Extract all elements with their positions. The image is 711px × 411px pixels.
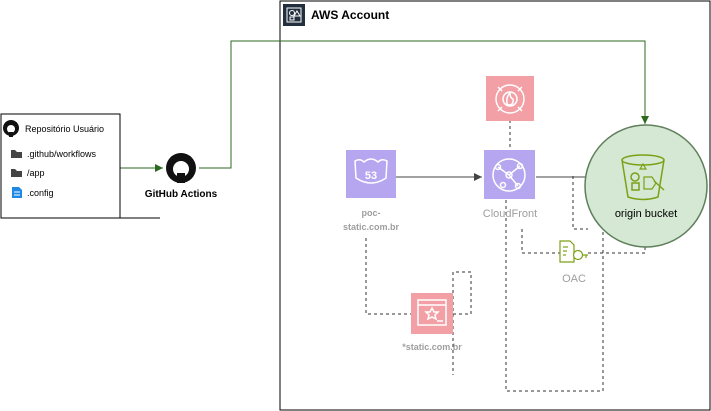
bucket-inner-link (572, 176, 588, 230)
cloudfront-node[interactable]: CloudFront (483, 150, 537, 220)
aws-account-title: AWS Account (311, 8, 389, 22)
waf-node[interactable] (486, 76, 534, 121)
file-icon (12, 187, 22, 198)
repository-box[interactable]: Repositório Usuário .github/workflows /a… (0, 113, 121, 219)
github-icon (3, 120, 19, 137)
cloudfront-icon (492, 158, 526, 192)
aws-account-group: AWS Account (279, 0, 711, 411)
oac-key-icon (559, 240, 588, 263)
certificate-icon (417, 299, 447, 326)
folder-icon (11, 150, 22, 158)
oac-node[interactable]: OAC (559, 240, 588, 285)
acm-node[interactable]: *static.com.br (402, 293, 462, 352)
waf-icon (495, 84, 525, 114)
s3-bucket-node[interactable]: origin bucket (584, 124, 708, 248)
github-actions-label: GitHub Actions (145, 189, 218, 200)
route53-label-line1: poc- (362, 208, 381, 218)
route53-acm-link (365, 238, 412, 315)
github-actions-icon (166, 153, 196, 183)
folder-icon (11, 169, 22, 177)
route53-label-line2: static.com.br (343, 222, 400, 232)
github-actions-node[interactable]: GitHub Actions (145, 153, 218, 200)
actions-to-bucket-arrow (199, 40, 649, 169)
cloudfront-oac-link (521, 229, 560, 254)
cloudfront-bucket-loop (505, 200, 604, 392)
aws-cloud-icon (283, 4, 305, 26)
repo-item-app[interactable]: /app (27, 168, 45, 178)
s3-bucket-icon (621, 154, 665, 201)
acm-label: *static.com.br (402, 342, 462, 352)
svg-text:53: 53 (365, 170, 377, 182)
acm-loop-link (452, 271, 472, 375)
repo-item-github-workflows[interactable]: .github/workflows (27, 149, 97, 159)
repo-title: Repositório Usuário (25, 124, 104, 134)
s3-bucket-label: origin bucket (615, 208, 677, 220)
repo-item-config[interactable]: .config (27, 188, 54, 198)
cloudfront-label: CloudFront (483, 208, 537, 220)
route53-node[interactable]: 53 poc- static.com.br (343, 150, 400, 232)
oac-label: OAC (562, 273, 586, 285)
route53-shield-icon: 53 (354, 158, 388, 184)
